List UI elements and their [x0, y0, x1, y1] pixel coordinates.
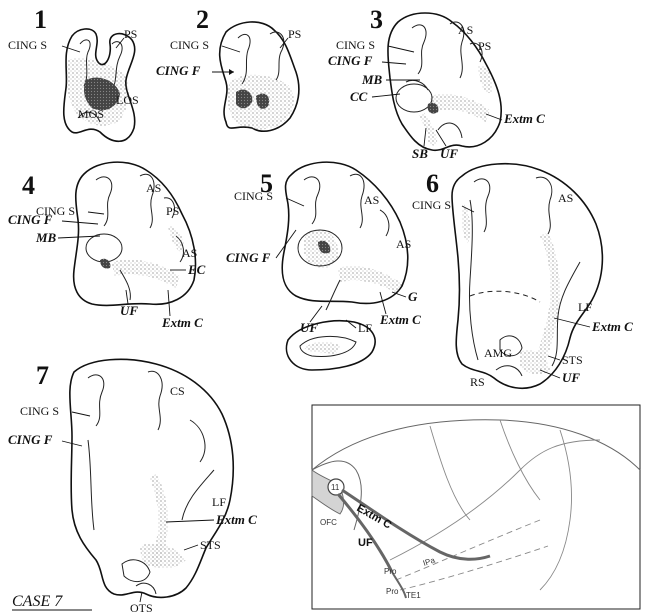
label-cc: CC	[350, 89, 368, 104]
label-as: AS	[558, 191, 573, 205]
label-mb: MB	[361, 72, 383, 87]
label-ps: PS	[166, 204, 179, 218]
label-lf: LF	[212, 495, 226, 509]
section-1: 1 CING S PS LOS MOS	[8, 5, 139, 141]
label-extm-c: Extm C	[379, 312, 421, 327]
label-sb: SB	[412, 146, 428, 161]
label-uf: UF	[120, 303, 138, 318]
label-pro-2: Pro	[386, 587, 399, 596]
label-cing-s: CING S	[170, 38, 209, 52]
label-cing-s: CING S	[8, 38, 47, 52]
label-sts: STS	[562, 353, 583, 367]
label-cing-f: CING F	[226, 250, 271, 265]
label-cing-s: CING S	[336, 38, 375, 52]
label-uf: UF	[300, 320, 318, 335]
label-extm-c: Extm C	[215, 512, 257, 527]
label-los: LOS	[116, 93, 139, 107]
label-lf: LF	[358, 321, 372, 335]
label-as-lower: AS	[396, 237, 411, 251]
label-ofc: OFC	[320, 518, 337, 527]
label-ots: OTS	[130, 601, 153, 615]
label-g: G	[408, 289, 418, 304]
label-pro-1: Pro	[384, 567, 397, 576]
label-cs: CS	[170, 384, 185, 398]
label-cing-f: CING F	[8, 432, 53, 447]
label-ps: PS	[478, 39, 491, 53]
label-cing-f: CING F	[8, 212, 53, 227]
section-6: 6 CING S AS LF AMG STS RS Extm C UF	[412, 164, 633, 389]
label-ps: PS	[288, 27, 301, 41]
label-area-11: 11	[331, 483, 340, 492]
label-amg: AMG	[484, 346, 512, 360]
label-uf: UF	[358, 537, 373, 549]
section-number: 3	[370, 5, 383, 34]
label-extm-c: Extm C	[591, 319, 633, 334]
label-extm-c: Extm C	[161, 315, 203, 330]
label-as: AS	[364, 193, 379, 207]
section-5: 5 CING S AS AS LF CING F G UF Extm C	[226, 162, 421, 370]
label-ec: EC	[187, 262, 206, 277]
label-cing-f: CING F	[328, 53, 373, 68]
label-as: AS	[146, 181, 161, 195]
label-ps: PS	[124, 27, 137, 41]
section-number: 6	[426, 169, 439, 198]
section-3: 3 CING S AS PS CING F MB CC SB UF Extm C	[328, 5, 545, 161]
label-te1: TE1	[406, 591, 421, 600]
label-cing-s: CING S	[412, 198, 451, 212]
section-number: 2	[196, 5, 209, 34]
label-rs: RS	[470, 375, 485, 389]
label-cing-s: CING S	[234, 189, 273, 203]
section-number: 7	[36, 361, 49, 390]
label-sts: STS	[200, 538, 221, 552]
section-2: 2 CING S PS CING F	[156, 5, 301, 131]
section-4: 4 CING S AS PS AS CING F MB EC UF Extm C	[8, 162, 206, 330]
label-mos: MOS	[78, 107, 104, 121]
label-as: AS	[458, 23, 473, 37]
case-label: CASE 7	[12, 593, 63, 610]
label-uf: UF	[562, 370, 580, 385]
label-as-lower: AS	[182, 246, 197, 260]
lateral-brain-inset: 11 OFC Extm C UF IPa Pro Pro TE1	[312, 405, 640, 609]
section-number: 1	[34, 5, 47, 34]
label-cing-f: CING F	[156, 63, 201, 78]
label-uf: UF	[440, 146, 458, 161]
label-mb: MB	[35, 230, 57, 245]
section-number: 4	[22, 171, 35, 200]
label-cing-s: CING S	[20, 404, 59, 418]
section-7: 7 CING S CS LF STS OTS CING F Extm C	[8, 359, 257, 615]
label-lf: LF	[578, 300, 592, 314]
label-extm-c: Extm C	[503, 111, 545, 126]
